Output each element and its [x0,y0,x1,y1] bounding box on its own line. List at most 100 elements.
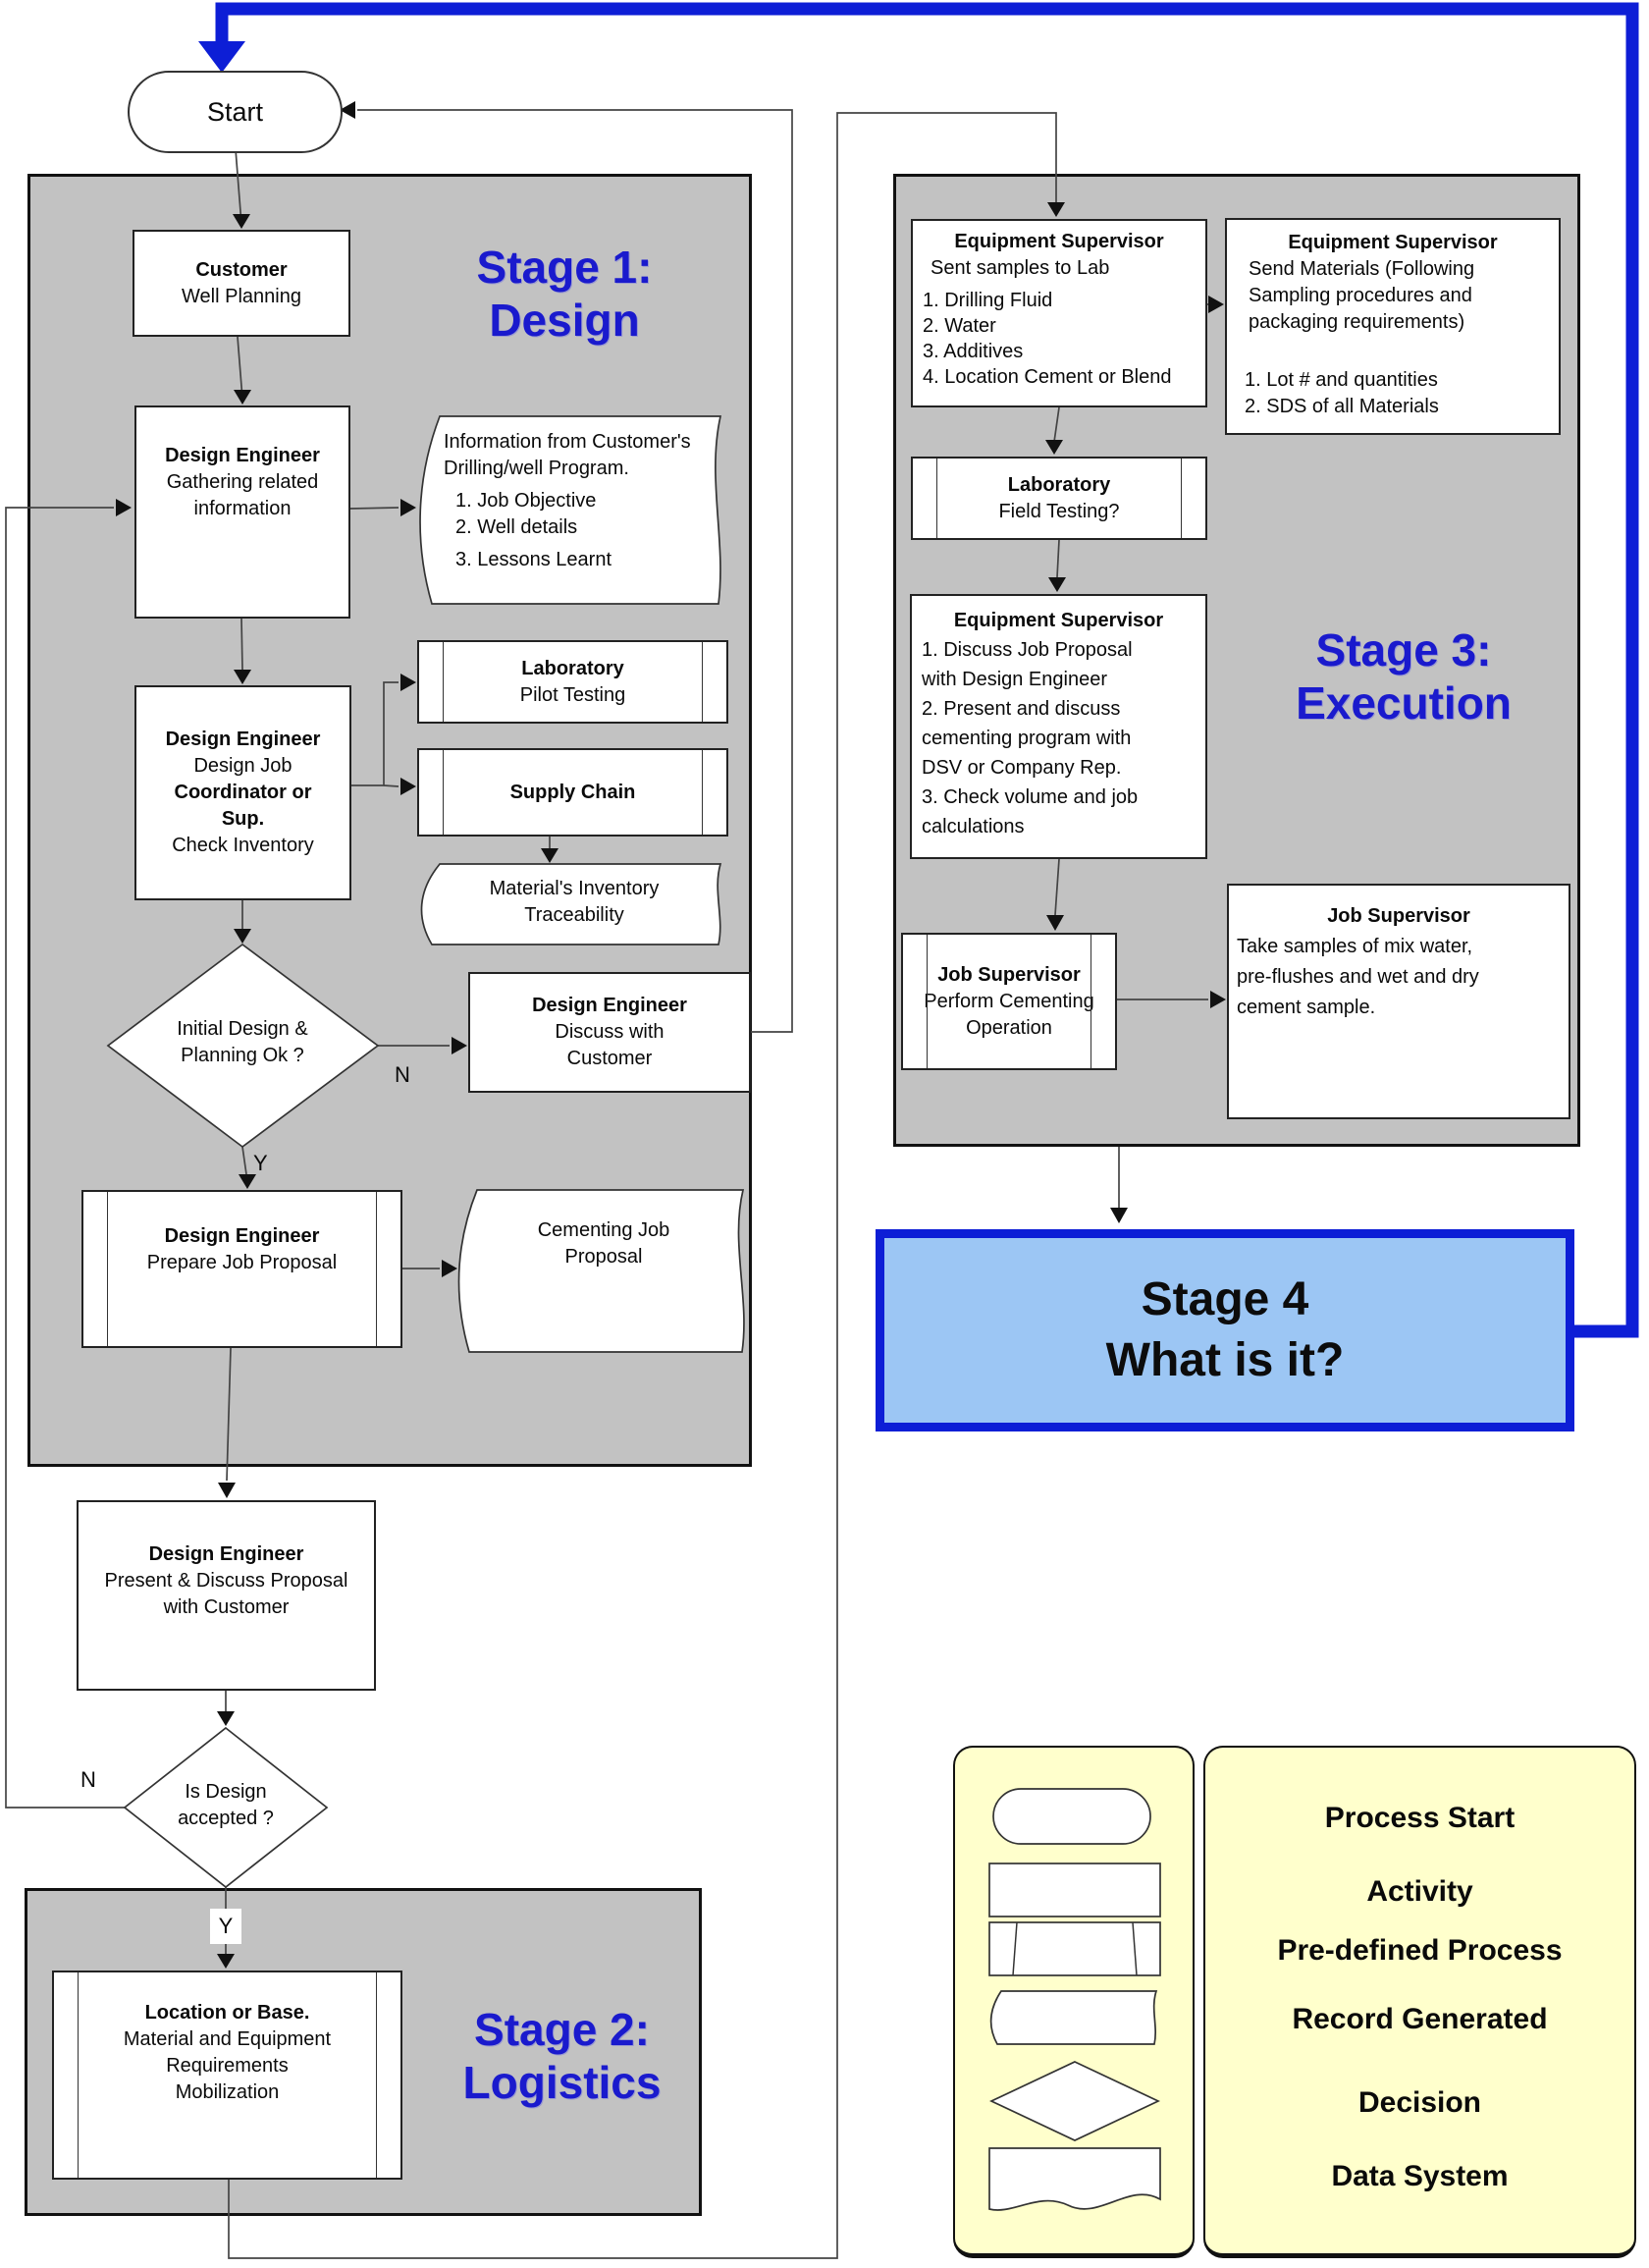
es-discuss-role: Equipment Supervisor [953,610,1164,631]
material-line2: Traceability [524,904,624,926]
stage1-title-line1: Stage 1: [476,242,653,293]
cementing-record-text: Cementing Job Proposal [481,1217,726,1270]
send-materials-line5: 2. SDS of all Materials [1245,396,1439,417]
discuss-customer-activity: Design Engineer Discuss with Customer [468,972,751,1093]
coordinator-activity: Design Engineer Design Job Coordinator o… [134,685,351,900]
prepare-proposal-predefined: Design Engineer Prepare Job Proposal [81,1190,402,1348]
samples-role: Equipment Supervisor [954,231,1164,252]
stage2-title-line2: Logistics [462,2057,662,2108]
lab-pilot-task: Pilot Testing [519,683,626,706]
decision2-yes-label: Y [210,1909,241,1944]
samples-line2: 2. Water [923,315,996,337]
stage1-title: Stage 1: Design [412,241,717,347]
customer-role: Customer [195,258,288,281]
gathering-line1: Gathering related [166,471,319,493]
legend-label-activity: Activity [1366,1875,1473,1908]
stage4-box: Stage 4 What is it? [876,1229,1574,1431]
decision2-line1: Is Design [185,1781,267,1803]
job-perform-line2: Operation [966,1016,1052,1039]
job-perform-role: Job Supervisor [937,963,1081,986]
info-record-text: Information from Customer's Drilling/wel… [444,429,718,573]
job-perform-line1: Perform Cementing [924,990,1094,1012]
legend-label-predefined: Pre-defined Process [1277,1934,1563,1967]
decision1-yes-label: Y [253,1151,268,1175]
material-record-text: Material's Inventory Traceability [432,876,717,929]
job-take-activity: Job Supervisor Take samples of mix water… [1227,884,1570,1119]
send-materials-line1: Send Materials (Following [1249,258,1475,280]
decision1-text: Initial Design & Planning Ok ? [144,1016,341,1069]
location-mobilization-predefined: Location or Base. Material and Equipment… [52,1971,402,2180]
supply-chain-label: Supply Chain [509,781,636,803]
start-terminal: Start [128,71,343,153]
send-materials-line3: packaging requirements) [1249,311,1465,333]
stage4-line1: Stage 4 [1141,1273,1309,1325]
coordinator-line3: Sup. [221,808,265,830]
samples-task: Sent samples to Lab [931,257,1110,279]
coordinator-line4: Check Inventory [172,835,314,856]
es-discuss-line3: 2. Present and discuss [922,698,1121,720]
send-materials-line4: 1. Lot # and quantities [1245,369,1438,391]
decision1-no-label: N [395,1062,410,1087]
samples-line1: 1. Drilling Fluid [923,290,1053,311]
cementing-line1: Cementing Job [537,1219,670,1241]
es-discuss-line7: calculations [922,816,1025,837]
legend-label-decision: Decision [1357,2086,1482,2119]
es-discuss-line4: cementing program with [922,728,1132,749]
location-line2: Requirements [166,2054,289,2077]
send-materials-role: Equipment Supervisor [1288,232,1498,253]
location-role: Location or Base. [144,2001,310,2024]
prepare-role: Design Engineer [164,1224,320,1247]
job-take-line3: cement sample. [1237,997,1376,1018]
stage2-title-line1: Stage 2: [474,2004,650,2055]
legend-label-datasystem: Data System [1331,2160,1509,2192]
stage3-title-line1: Stage 3: [1315,624,1492,675]
info-line2: Drilling/well Program. [444,458,629,479]
legend-labels-panel [1203,1746,1636,2258]
samples-line4: 4. Location Cement or Blend [923,366,1172,388]
lab-pilot-predefined: Laboratory Pilot Testing [417,640,728,724]
es-discuss-line1: 1. Discuss Job Proposal [922,639,1133,661]
present-role: Design Engineer [148,1542,304,1565]
prepare-task: Prepare Job Proposal [146,1251,338,1273]
coordinator-line2: Coordinator or [174,782,312,803]
samples-line3: 3. Additives [923,341,1024,362]
gathering-role: Design Engineer [165,445,320,466]
discuss-line1: Discuss with [555,1021,665,1043]
lab-field-task: Field Testing? [998,500,1120,522]
gathering-activity: Design Engineer Gathering related inform… [134,405,350,619]
legend-shapes-panel [953,1746,1195,2258]
stage3-title-line2: Execution [1296,677,1512,729]
stage2-title: Stage 2: Logistics [422,2003,702,2109]
info-line5: 3. Lessons Learnt [455,549,612,570]
location-line1: Material and Equipment [123,2027,332,2050]
cementing-line2: Proposal [564,1246,643,1268]
location-line3: Mobilization [175,2080,280,2103]
decision2-text: Is Design accepted ? [147,1779,304,1832]
discuss-line2: Customer [566,1048,653,1069]
info-line4: 2. Well details [455,516,578,538]
customer-task: Well Planning [182,285,301,307]
present-line2: with Customer [163,1595,290,1618]
stage1-title-line2: Design [489,295,640,346]
discuss-role: Design Engineer [532,995,687,1016]
es-discuss-line6: 3. Check volume and job [922,786,1139,808]
coordinator-line1: Design Job [193,755,293,777]
decision2-no-label: N [80,1767,96,1792]
decision1-line1: Initial Design & [177,1018,308,1040]
legend-label-process-start: Process Start [1324,1802,1516,1834]
info-line3: 1. Job Objective [455,490,597,512]
supply-chain-predefined: Supply Chain [417,748,728,837]
legend-label-record: Record Generated [1292,2003,1548,2035]
job-perform-predefined: Job Supervisor Perform Cementing Operati… [901,933,1117,1070]
start-label: Start [206,96,264,127]
info-line1: Information from Customer's [444,431,691,453]
stage4-line2: What is it? [1105,1334,1345,1386]
job-take-line2: pre-flushes and wet and dry [1237,966,1479,988]
present-line1: Present & Discuss Proposal [104,1569,348,1592]
es-discuss-line2: with Design Engineer [922,669,1107,690]
send-materials-activity: Equipment Supervisor Send Materials (Fol… [1225,218,1561,435]
decision2-line2: accepted ? [178,1808,274,1829]
blue-arrowhead-icon [198,41,245,73]
es-discuss-activity: Equipment Supervisor 1. Discuss Job Prop… [910,594,1207,859]
